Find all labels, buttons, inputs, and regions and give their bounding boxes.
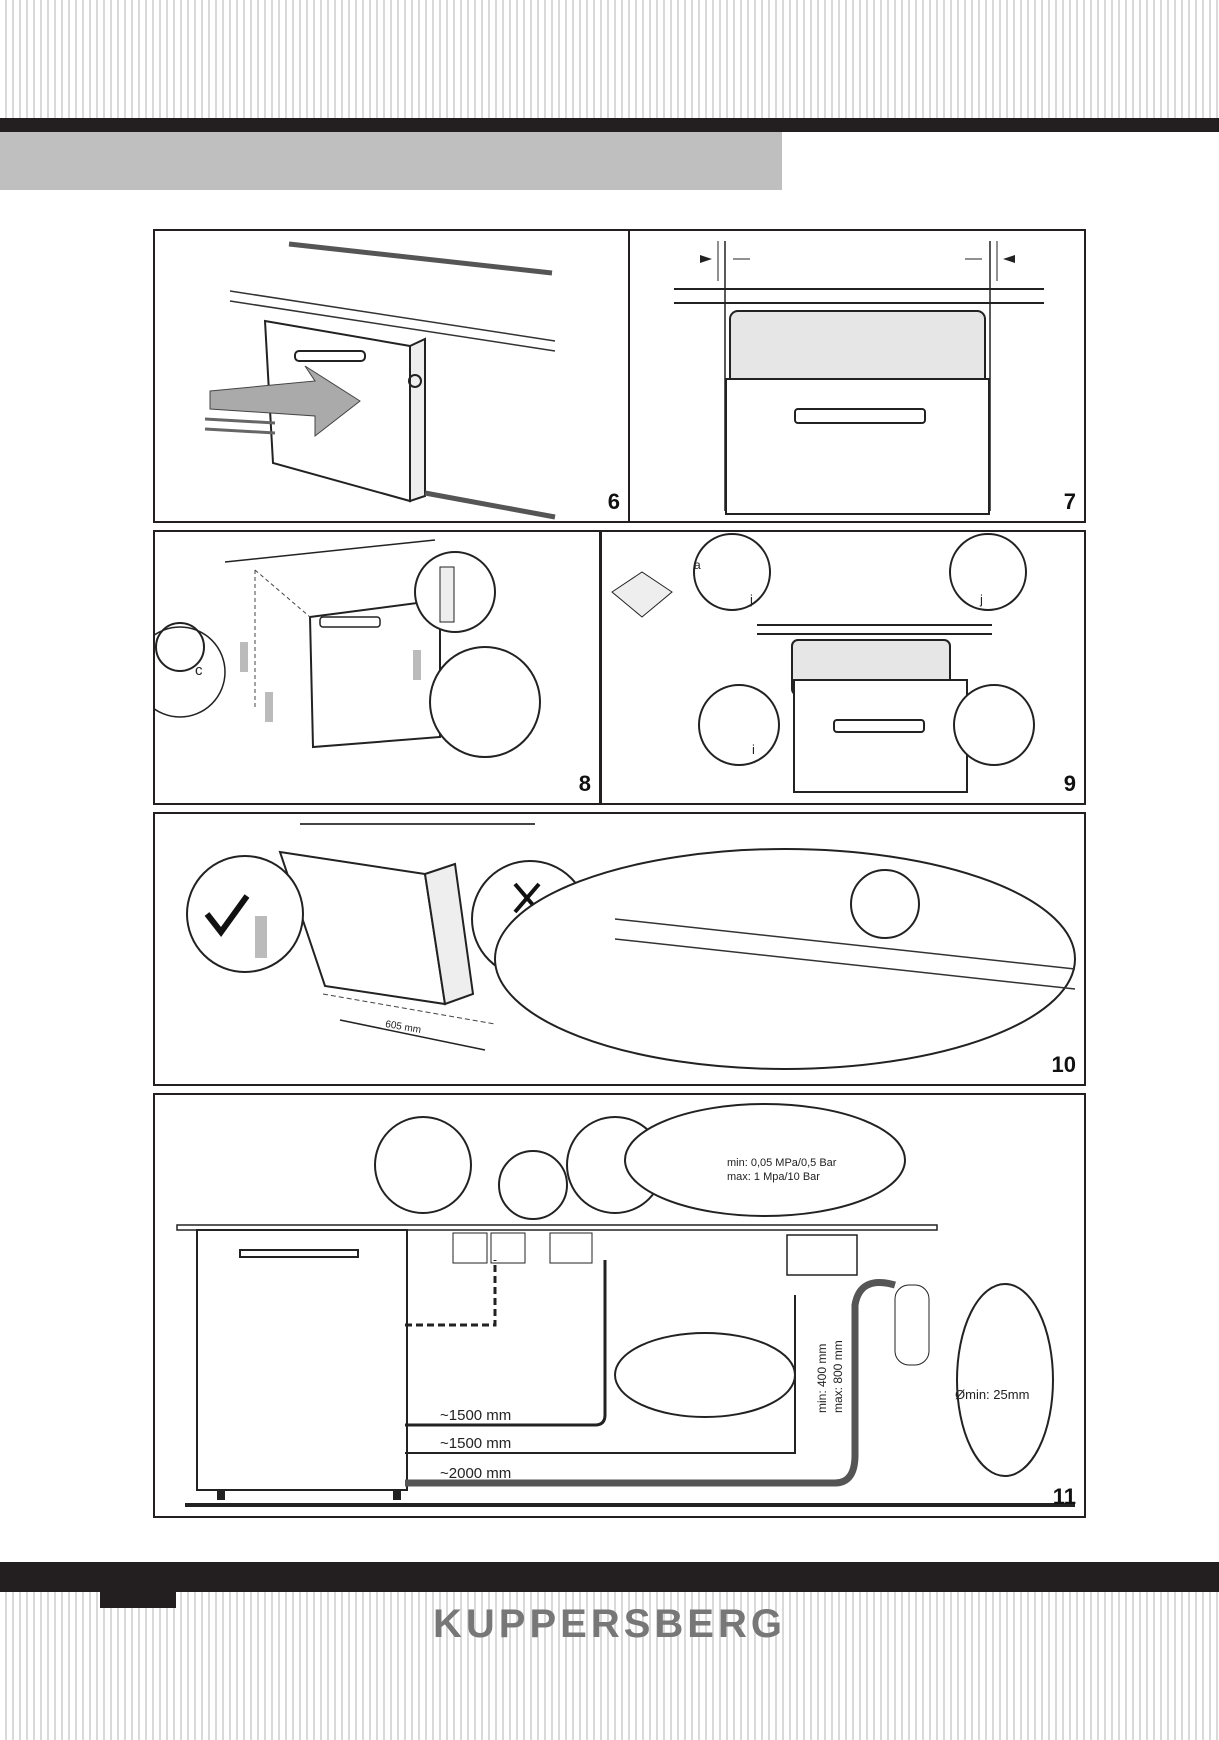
figure-11-illustration — [176, 1103, 1075, 1507]
figure-7-illustration — [674, 241, 1044, 515]
figure-9-label-a: a — [694, 558, 701, 572]
figure-6-panel: 6 — [153, 229, 630, 523]
water-pressure-max: max: 1 Mpa/10 Bar — [727, 1171, 820, 1183]
header-dark-bar — [0, 118, 1219, 132]
figure-11-panel: min: 0,05 MPa/0,5 Bar max: 1 Mpa/10 Bar … — [153, 1093, 1086, 1518]
page-number-tab — [100, 1592, 176, 1608]
drain-max-height: max: 800 mm — [831, 1340, 845, 1413]
figure-6-illustration — [204, 241, 556, 520]
figure-8-number: 8 — [578, 771, 591, 796]
figure-8-label-c: c — [195, 662, 203, 679]
inlet-hose-length: ~1500 mm — [440, 1435, 512, 1452]
figure-8-panel: c 8 — [153, 530, 601, 805]
top-stripe-pattern — [0, 0, 1219, 118]
figure-10-number: 10 — [1051, 1052, 1076, 1077]
drain-hose-length: ~2000 mm — [440, 1465, 512, 1482]
figure-9-label-j-left: j — [750, 592, 753, 607]
figure-9-illustration — [611, 533, 1035, 793]
figure-9-number: 9 — [1063, 771, 1076, 796]
figure-9-panel: a j j i 9 — [600, 530, 1086, 805]
footer-dark-bar — [0, 1562, 1219, 1592]
figure-9-label-j-right: j — [980, 592, 983, 607]
figure-10-panel: 605 mm 10 — [153, 812, 1086, 1086]
bottom-stripe-pattern — [0, 1592, 1219, 1740]
header-grey-bar — [0, 132, 782, 190]
brand-logo: KUPPERSBERG — [433, 1602, 786, 1646]
figure-8-illustration — [155, 539, 541, 758]
figure-9-label-i: i — [752, 742, 755, 757]
figure-6-number: 6 — [607, 489, 620, 514]
figure-7-panel: 7 — [628, 229, 1086, 523]
figure-11-number: 11 — [1052, 1484, 1076, 1509]
figure-7-number: 7 — [1063, 489, 1076, 514]
water-pressure-min: min: 0,05 MPa/0,5 Bar — [727, 1157, 837, 1169]
figure-10-illustration — [186, 823, 1076, 1070]
power-cable-length: ~1500 mm — [440, 1407, 512, 1424]
drain-min-height: min: 400 mm — [815, 1343, 829, 1413]
siphon-diameter: Ømin: 25mm — [955, 1387, 1030, 1402]
